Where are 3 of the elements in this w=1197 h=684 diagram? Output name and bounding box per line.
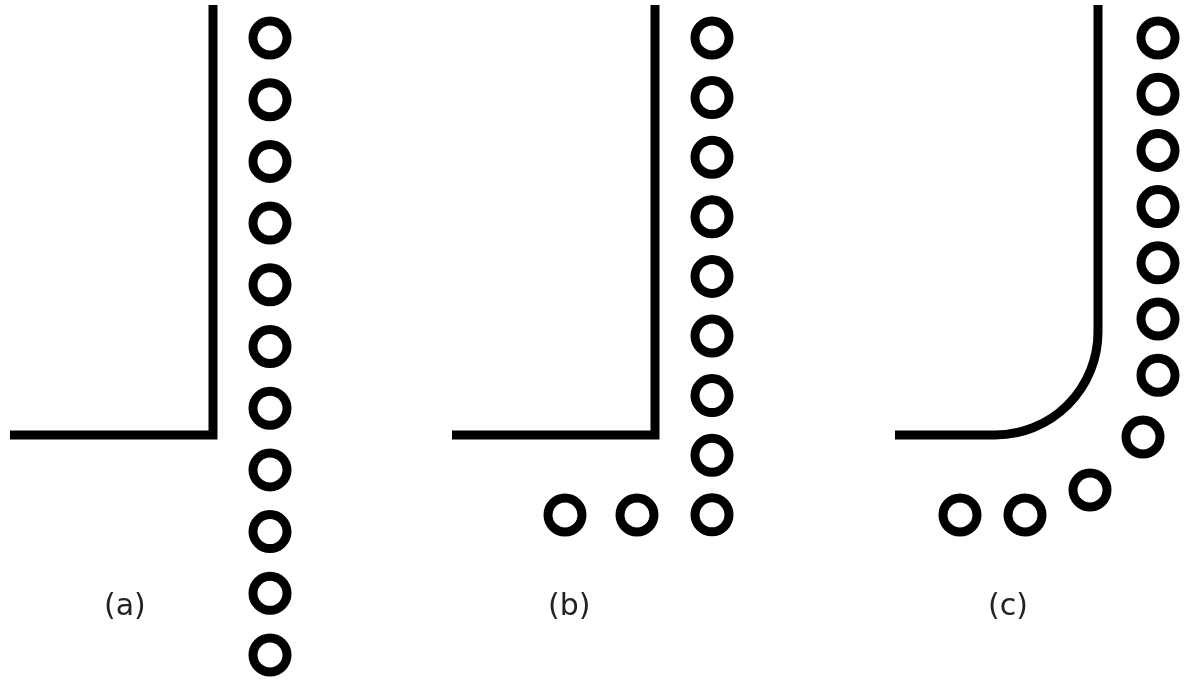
panel-label: (a): [104, 590, 146, 620]
panel-label: (b): [548, 590, 591, 620]
panel-label: (c): [988, 590, 1028, 620]
